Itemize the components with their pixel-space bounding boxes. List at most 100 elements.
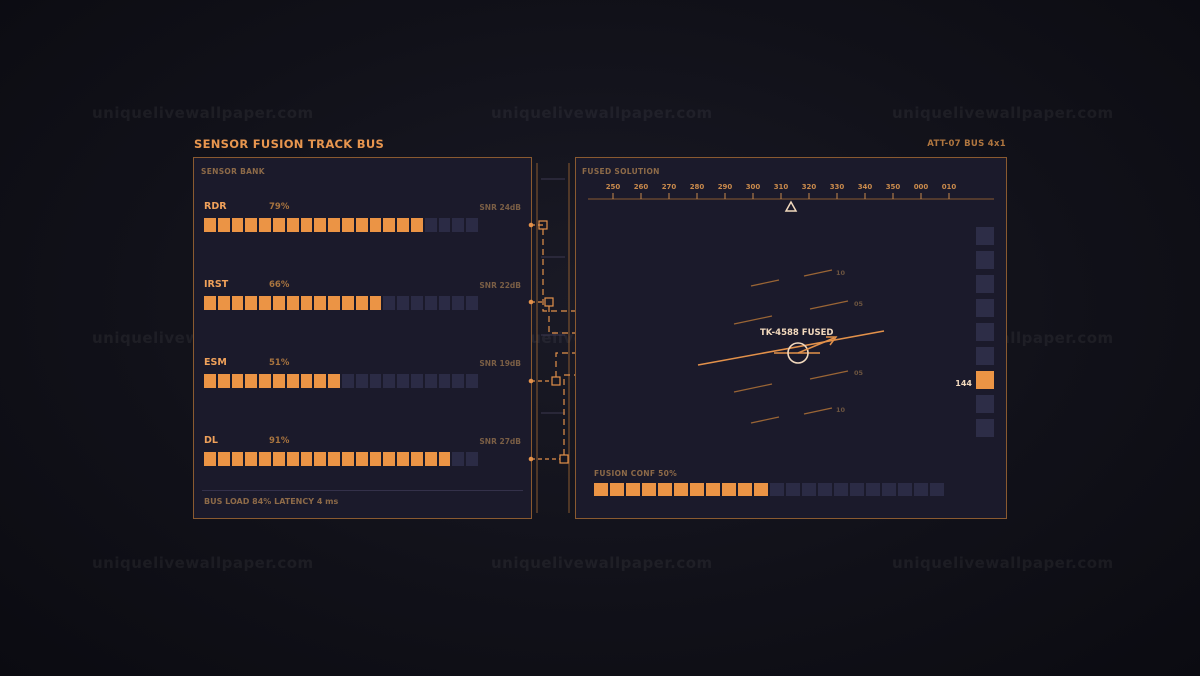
bar-segment (314, 452, 327, 466)
bar-segment (231, 296, 244, 310)
sensor-level-bar (204, 218, 478, 232)
bar-segment (300, 296, 313, 310)
bar-segment (300, 218, 313, 232)
bar-segment (438, 374, 451, 388)
stack-segment (976, 395, 994, 413)
track-label[interactable]: TK-4588 FUSED (760, 328, 833, 338)
bar-segment (369, 296, 382, 310)
sensor-percent: 91% (269, 436, 290, 446)
bar-segment (410, 218, 423, 232)
stack-segment (976, 347, 994, 365)
bar-segment (328, 296, 340, 310)
bus-status: ATT-07 BUS 4x1 (927, 139, 1006, 149)
bar-segment (424, 374, 437, 388)
bar-segment (397, 374, 409, 388)
bar-segment (438, 452, 451, 466)
bus-load-readout: BUS LOAD 84% LATENCY 4 ms (204, 497, 339, 506)
stack-segment (976, 419, 994, 437)
heading-label: 010 (942, 183, 957, 191)
bar-segment (369, 218, 382, 232)
bar-segment (245, 374, 258, 388)
bar-segment (314, 374, 327, 388)
watermark: uniquelivewallpaper.com (892, 104, 1114, 122)
bar-segment (466, 296, 478, 310)
bar-segment (738, 483, 752, 496)
sensor-snr: SNR 24dB (479, 203, 521, 212)
sensor-percent: 79% (269, 202, 290, 212)
stack-segment (976, 323, 994, 341)
bar-segment (355, 452, 368, 466)
bar-segment (341, 452, 354, 466)
bar-segment (452, 452, 465, 466)
bar-segment (834, 483, 848, 496)
bar-segment (866, 483, 880, 496)
bar-segment (383, 452, 396, 466)
bar-segment (898, 483, 912, 496)
sensor-level-bar (204, 452, 478, 466)
stack-segment (976, 227, 994, 245)
bar-segment (259, 374, 271, 388)
bar-segment (217, 374, 230, 388)
bar-segment (882, 483, 896, 496)
heading-label: 320 (802, 183, 817, 191)
bar-segment (658, 483, 672, 496)
bar-segment (930, 483, 944, 496)
bar-segment (341, 296, 354, 310)
sensor-snr: SNR 27dB (479, 437, 521, 446)
bar-segment (286, 296, 299, 310)
heading-label: 270 (662, 183, 677, 191)
bar-segment (690, 483, 704, 496)
sensor-bank-panel: SENSOR BANK RDR 79% SNR 24dB IRST 66% SN… (193, 157, 532, 519)
node-dl (559, 454, 569, 464)
bar-segment (642, 483, 656, 496)
bar-segment (217, 452, 230, 466)
pitch-label: 05 (854, 300, 864, 308)
bar-segment (383, 296, 396, 310)
bar-segment (786, 483, 800, 496)
sensor-level-bar (204, 296, 478, 310)
bar-segment (286, 374, 299, 388)
heading-label: 330 (830, 183, 845, 191)
bar-segment (231, 374, 244, 388)
feed-line-irst (548, 306, 623, 348)
bar-segment (802, 483, 816, 496)
stack-segment (976, 371, 994, 389)
pitch-line (809, 370, 849, 380)
heading-label: 290 (718, 183, 733, 191)
bar-segment (286, 452, 299, 466)
bar-segment (438, 218, 451, 232)
pitch-line (809, 300, 849, 310)
bar-segment (272, 452, 285, 466)
bar-segment (770, 483, 784, 496)
pitch-label: 10 (836, 269, 846, 277)
heading-label: 250 (606, 183, 621, 191)
sensor-snr: SNR 19dB (479, 359, 521, 368)
divider (202, 490, 523, 491)
bar-segment (424, 296, 437, 310)
pitch-line (750, 279, 780, 287)
bar-segment (410, 296, 423, 310)
node-irst (544, 297, 554, 307)
bar-segment (204, 218, 216, 232)
pitch-label: 10 (836, 406, 846, 414)
bar-segment (245, 218, 258, 232)
bar-segment (300, 374, 313, 388)
bar-segment (314, 218, 327, 232)
sensor-percent: 51% (269, 358, 290, 368)
heading-label: 350 (886, 183, 901, 191)
bar-segment (328, 374, 340, 388)
sensor-snr: SNR 22dB (479, 281, 521, 290)
bar-segment (314, 296, 327, 310)
sensor-name: RDR (204, 201, 227, 212)
sensor-name: DL (204, 435, 218, 446)
watermark: uniquelivewallpaper.com (92, 104, 314, 122)
pitch-line (803, 407, 833, 415)
heading-caret-icon (784, 200, 798, 212)
sensor-name: ESM (204, 357, 227, 368)
bar-segment (341, 218, 354, 232)
bar-segment (204, 374, 216, 388)
bar-segment (410, 374, 423, 388)
bar-segment (452, 218, 465, 232)
